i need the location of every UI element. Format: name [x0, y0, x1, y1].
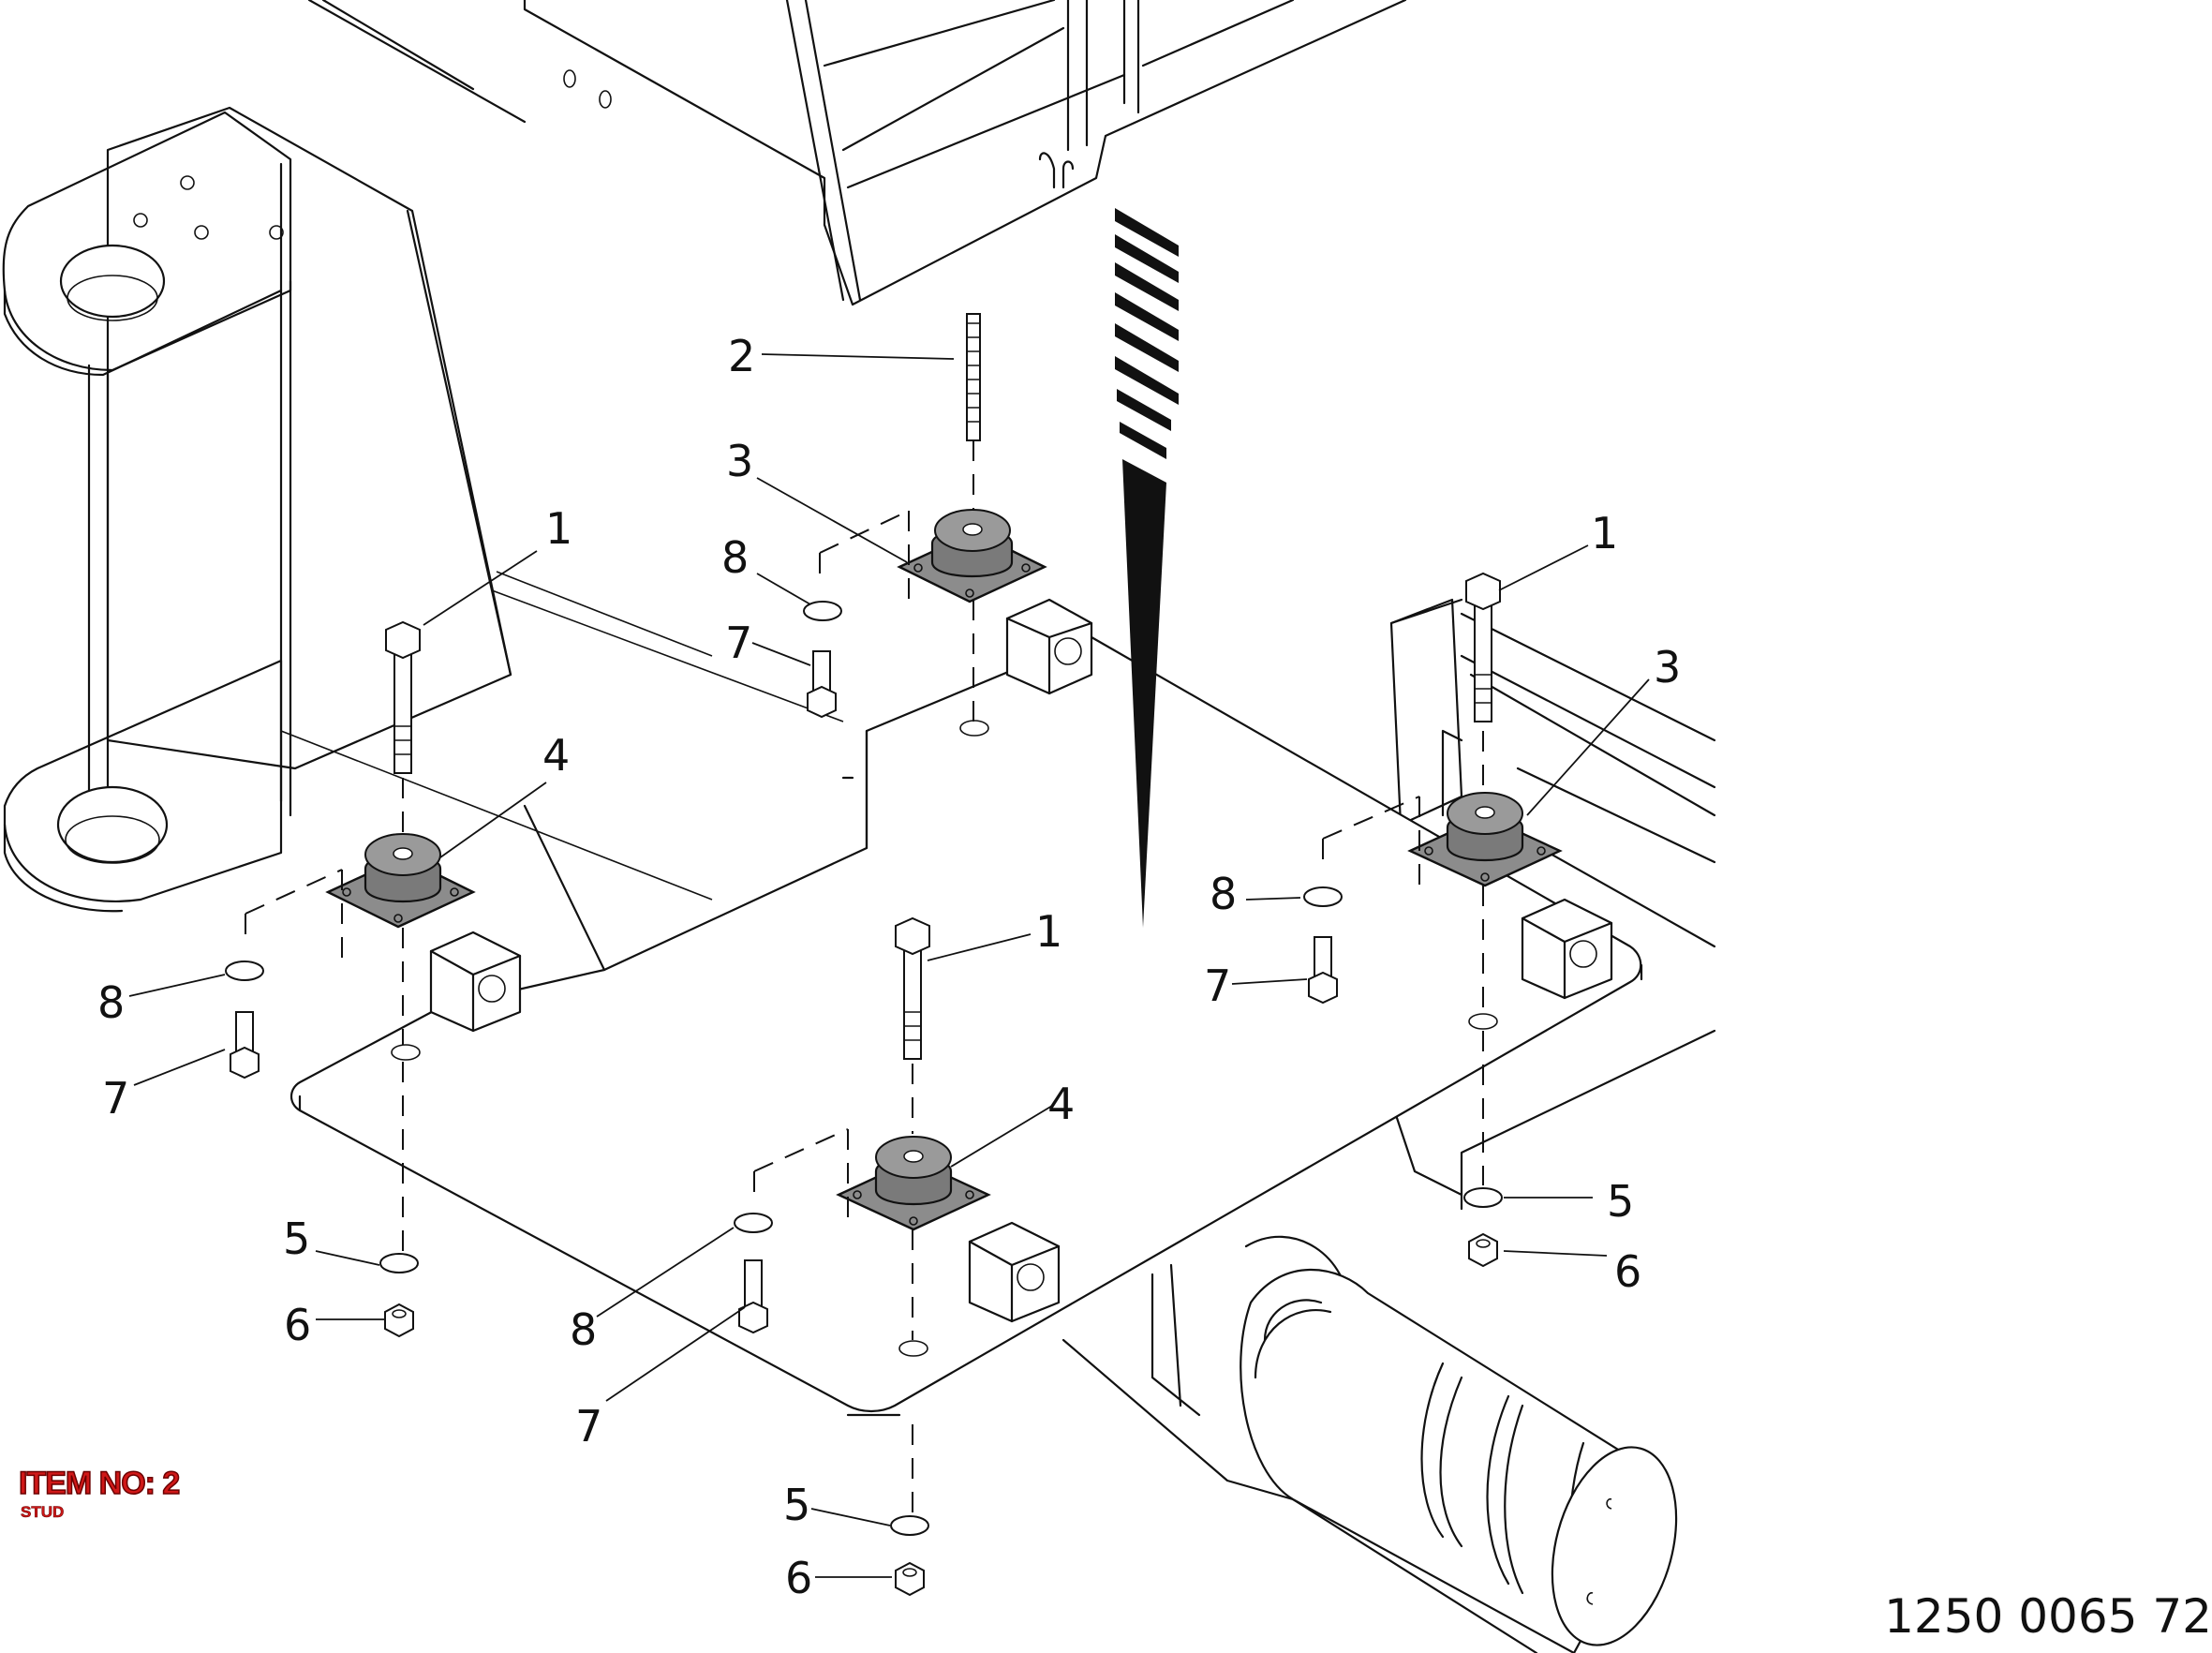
mount-right	[1407, 792, 1563, 887]
callout-label: 7	[725, 618, 752, 668]
callout-label: 1	[1035, 906, 1062, 957]
callout-label: 6	[785, 1553, 812, 1603]
callout-label: 5	[783, 1480, 810, 1530]
callout-label: 4	[542, 730, 570, 781]
upper-frame	[307, 0, 1407, 306]
mount-left	[325, 833, 476, 929]
callout-label: 8	[721, 532, 749, 583]
screw-and-washer	[803, 601, 842, 719]
axle-drum	[1061, 1235, 1678, 1653]
callout-label: 5	[1607, 1176, 1634, 1227]
callout-label: 1	[1591, 508, 1618, 558]
washer-and-nut	[1463, 1187, 1503, 1268]
screw-and-washer	[1303, 886, 1343, 1005]
cable-clip	[1521, 898, 1613, 1000]
cable-clip	[1005, 598, 1093, 695]
bolt	[385, 620, 421, 774]
cable-clip	[968, 1221, 1061, 1323]
callout-label: 3	[1654, 642, 1681, 692]
callout-label: 3	[726, 436, 753, 486]
callout-label: 7	[575, 1401, 602, 1452]
callout-label: 2	[728, 331, 755, 381]
item-number-title: ITEM NO: 2	[18, 1466, 181, 1501]
direction-arrow	[1115, 208, 1179, 928]
callout-label: 4	[1047, 1079, 1075, 1129]
callout-label: 8	[1210, 869, 1237, 919]
callout-labels: 1 1 1 2 3 3 4 4 5 5 5 6 6 6 7 7 7 7 8 8 …	[97, 331, 1681, 1603]
alignment-lines	[245, 440, 1484, 1513]
washer-and-nut	[379, 1253, 419, 1338]
washer-and-nut	[890, 1515, 929, 1597]
callout-label: 7	[1204, 961, 1231, 1011]
drawing-number: 1250 0065 72	[1884, 1589, 2212, 1644]
callout-label: 8	[570, 1304, 597, 1355]
mount-front	[836, 1136, 991, 1231]
callout-label: 6	[1614, 1246, 1641, 1297]
item-description: STUD	[21, 1503, 65, 1521]
callout-label: 7	[102, 1073, 129, 1124]
stud	[966, 313, 981, 441]
cable-clip	[429, 931, 522, 1033]
screw-and-washer	[734, 1213, 773, 1334]
screw-and-washer	[225, 961, 264, 1080]
left-lift-frame	[2, 106, 844, 913]
callout-label: 6	[284, 1300, 311, 1350]
callout-label: 5	[283, 1214, 310, 1264]
mounting-plate	[289, 598, 1643, 1417]
callout-label: 1	[545, 503, 572, 554]
mount-rear-center	[897, 509, 1047, 603]
callout-label: 8	[97, 977, 125, 1028]
bolt	[1465, 572, 1501, 722]
leader-lines	[128, 353, 1650, 1578]
bolt	[895, 916, 930, 1060]
